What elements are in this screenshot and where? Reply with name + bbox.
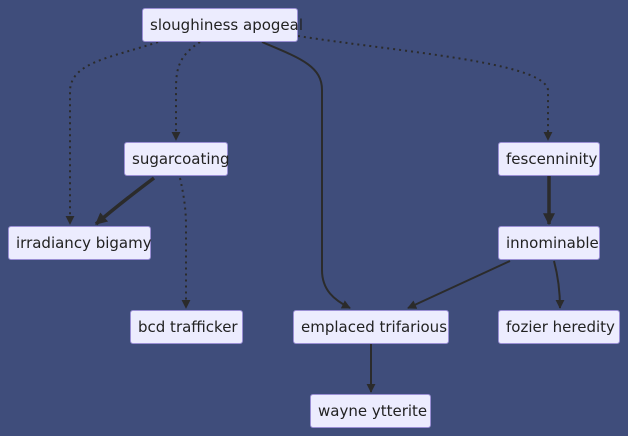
edge-sloughiness-to-sugarcoating	[171, 41, 201, 141]
edge-sloughiness-to-emplaced	[261, 41, 351, 309]
node-emplaced-trifarious[interactable]: emplaced trifarious	[293, 310, 449, 344]
edge-sloughiness-to-irradiancy	[65, 41, 159, 225]
edge-sloughiness-to-fescenninity	[297, 35, 553, 141]
edge-sugarcoating-to-bcd	[179, 177, 191, 309]
edge-sugarcoating-to-irradiancy	[94, 176, 156, 226]
node-wayne-ytterite[interactable]: wayne ytterite	[310, 394, 431, 428]
node-bcd-trafficker[interactable]: bcd trafficker	[130, 310, 243, 344]
node-sugarcoating[interactable]: sugarcoating	[124, 142, 230, 176]
edge-innominable-to-fozier	[553, 260, 565, 309]
edge-innominable-to-emplaced	[407, 260, 511, 309]
node-sloughiness-apogeal[interactable]: sloughiness apogeal	[142, 8, 303, 42]
node-fescenninity[interactable]: fescenninity	[498, 142, 600, 176]
node-fozier-heredity[interactable]: fozier heredity	[498, 310, 620, 344]
node-irradiancy-bigamy[interactable]: irradiancy bigamy	[8, 226, 152, 260]
node-innominable[interactable]: innominable	[498, 226, 600, 260]
